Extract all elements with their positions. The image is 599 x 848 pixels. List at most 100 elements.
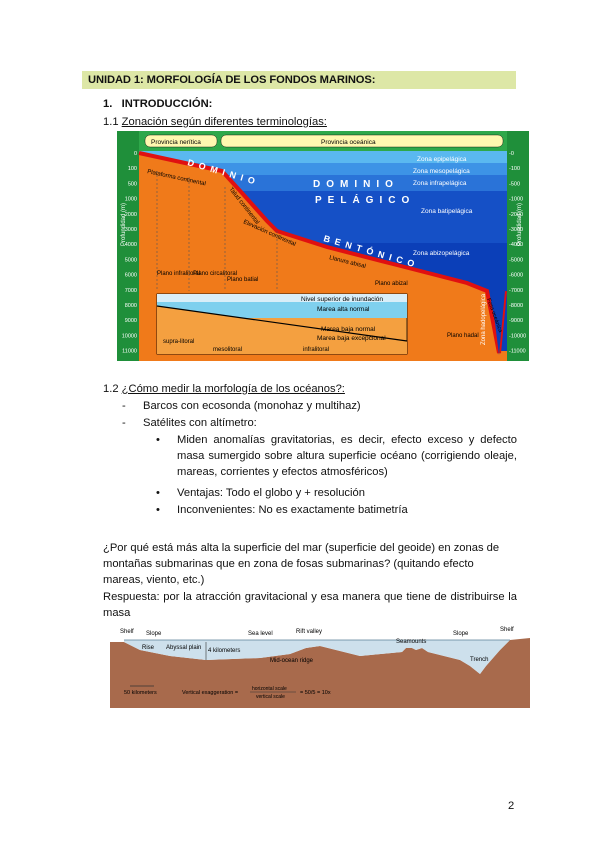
label-sea-level: Sea level [248, 631, 273, 637]
label-abyssal-plain: Abyssal plain [166, 645, 201, 651]
label-ratio: = 50/5 = 10x [300, 690, 331, 696]
depth-tick-right: -11000 [509, 349, 526, 355]
label-vertical-scale: vertical scale [256, 694, 285, 700]
zone-abizopelagic: Zona abizopelágica [413, 250, 470, 257]
label-shelf-right: Shelf [500, 627, 514, 633]
depth-tick-right: -2000 [509, 212, 523, 218]
label-mid-ocean-ridge: Mid-ocean ridge [270, 658, 314, 664]
depth-tick-left: 6000 [125, 273, 137, 279]
section-title-text: INTRODUCCIÓN: [121, 98, 213, 110]
depth-tick-left: 7000 [125, 288, 137, 294]
depth-tick-right: -3000 [509, 227, 523, 233]
label-rift-valley: Rift valley [296, 629, 322, 635]
zone-hadopelagic: Zona hadopelágica [481, 293, 487, 345]
depth-tick-left: 0 [134, 151, 137, 157]
subsection-2: 1.2 ¿Cómo medir la morfología de los océ… [103, 383, 345, 395]
province-oceanic: Provincia oceánica [321, 139, 376, 146]
zone-mesopelagic: Zona mesopelágica [413, 168, 470, 175]
label-50-km: 50 kilometers [124, 690, 157, 696]
right-depth-bar [507, 131, 529, 361]
depth-tick-left: 3000 [125, 227, 137, 233]
label-rise: Rise [142, 645, 155, 651]
inset-flood: Nivel superior de inundación [301, 296, 383, 303]
depth-tick-right: -8000 [509, 303, 523, 309]
subsection-title: ¿Cómo medir la morfología de los océanos… [121, 383, 345, 395]
subsection-number: 1.1 [103, 116, 122, 128]
depth-tick-right: -100 [509, 166, 520, 172]
list-item: Satélites con altímetro: [143, 417, 257, 429]
plane-infralitoral: Plano infralitoral [157, 271, 200, 277]
page-number: 2 [508, 800, 515, 812]
zone-batipelagic: Zona batipelágica [421, 208, 473, 215]
label-slope-left: Slope [146, 631, 162, 637]
depth-tick-left: 9000 [125, 318, 137, 324]
label-vert-exag: Vertical exaggeration = [182, 690, 238, 696]
depth-tick-left: 2000 [125, 212, 137, 218]
label-horizontal-scale: horizontal scale [252, 686, 287, 692]
zone-infrapelagic: Zona infrapelágica [413, 180, 467, 187]
depth-tick-left: 1000 [125, 197, 137, 203]
depth-ticks: 0 -0 100 -100 500 -500 1000 -1000 2000 -2000 3000 -… [122, 151, 526, 355]
depth-tick-left: 4000 [125, 242, 137, 248]
zone-epipelagic: Zona epipelágica [417, 156, 467, 163]
list-item: - [122, 417, 126, 429]
depth-tick-right: -4000 [509, 242, 523, 248]
ocean-profile-diagram: Shelf Slope Sea level Rift valley Shelf … [110, 626, 530, 708]
depth-tick-left: 10000 [122, 333, 137, 339]
depth-tick-right: -10000 [509, 333, 526, 339]
label-slope-right: Slope [453, 631, 469, 637]
section-number: 1. [103, 98, 113, 110]
label-trench: Trench [470, 657, 488, 663]
plane-circalitoral: Plano circalitoral [193, 271, 237, 277]
label-4-km: 4 kilometers [208, 648, 240, 654]
subsection-title: Zonación según diferentes terminologías: [121, 116, 327, 128]
province-neritic: Provincia nerítica [151, 139, 201, 146]
list-item: Miden anomalías gravitatorias, es decir,… [177, 434, 517, 478]
question-text: ¿Por qué está más alta la superficie del… [103, 542, 500, 586]
bullet-dot: • [156, 434, 160, 446]
depth-tick-right: -7000 [509, 288, 523, 294]
depth-tick-left: 100 [128, 166, 137, 172]
plane-batial: Plano batial [227, 277, 258, 283]
subsection-number: 1.2 [103, 383, 122, 395]
depth-tick-right: -1000 [509, 197, 523, 203]
depth-tick-left: 8000 [125, 303, 137, 309]
left-depth-bar [117, 131, 139, 361]
water [124, 640, 510, 674]
inset-low-tide-exc: Marea baja excepcional [317, 335, 386, 342]
depth-tick-right: -0 [509, 151, 514, 157]
inset-high-tide: Marea alta normal [317, 306, 370, 313]
depth-tick-right: -5000 [509, 257, 523, 263]
list-item: Ventajas: Todo el globo y + resolución [177, 487, 365, 499]
inset-infralitoral: infralitoral [303, 347, 329, 353]
list-item: Barcos con ecosonda (monohaz y multihaz) [143, 400, 361, 412]
depth-axis-label-right: Profundidad (m) [517, 203, 523, 246]
bullet-dot: • [156, 487, 160, 499]
heading-bar [82, 71, 516, 89]
inset-supralitoral: supra-litoral [163, 339, 194, 345]
depth-tick-right: -6000 [509, 273, 523, 279]
depth-tick-right: -500 [509, 181, 520, 187]
zonation-diagram: Profundidad (m) Profundidad (m) 0 -0 100 -1… [117, 131, 529, 361]
list-item: - [122, 400, 126, 412]
seafloor [110, 638, 530, 708]
inset-low-tide: Marea baja normal [321, 326, 376, 333]
domain-pelagic-2: PELÁGICO [315, 193, 415, 206]
domain-pelagic-1: DOMINIO [313, 179, 399, 190]
depth-tick-left: 11000 [122, 349, 137, 355]
section-title: 1. INTRODUCCIÓN: [103, 98, 212, 110]
depth-tick-left: 500 [128, 181, 137, 187]
label-seamounts: Seamounts [396, 639, 426, 645]
page-heading: UNIDAD 1: MORFOLOGÍA DE LOS FONDOS MARIN… [88, 74, 376, 86]
plane-hadal: Plano hadal [447, 333, 479, 339]
list-item: Inconvenientes: No es exactamente batime… [177, 504, 408, 516]
answer-text: Respuesta: por la atracción gravitaciona… [103, 591, 517, 619]
bullet-dot: • [156, 504, 160, 516]
seafloor-line [138, 151, 507, 354]
subsection-1: 1.1 Zonación según diferentes terminolog… [103, 116, 327, 128]
label-shelf-left: Shelf [120, 629, 134, 635]
inset-mesolitoral: mesolitoral [213, 347, 242, 353]
depth-tick-right: -9000 [509, 318, 523, 324]
depth-tick-left: 5000 [125, 257, 137, 263]
depth-axis-label-left: Profundidad (m) [121, 203, 127, 246]
